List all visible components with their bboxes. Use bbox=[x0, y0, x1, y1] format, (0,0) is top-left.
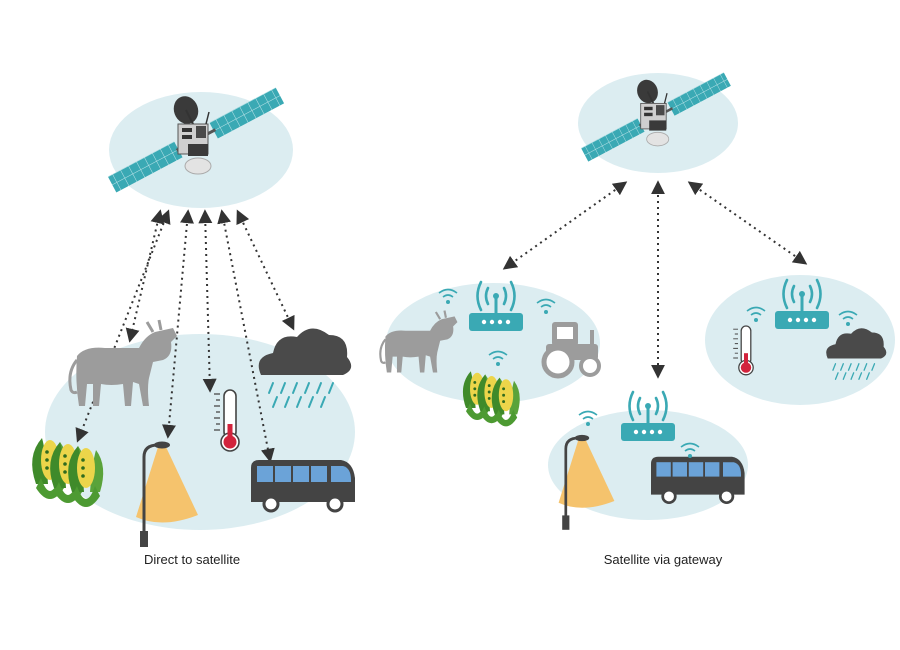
caption-direct-to-satellite: Direct to satellite bbox=[143, 552, 241, 567]
link-cow bbox=[125, 209, 165, 343]
tractor-icon bbox=[544, 322, 599, 376]
caption-satellite-via-gateway: Satellite via gateway bbox=[603, 552, 723, 567]
link-lamp bbox=[162, 209, 194, 439]
gateway-links bbox=[502, 180, 808, 379]
satellite-via-gateway-panel bbox=[379, 71, 895, 532]
link-rain-cloud bbox=[236, 209, 295, 331]
link-farm-gateway bbox=[502, 181, 628, 270]
link-bus bbox=[217, 209, 275, 463]
direct-to-satellite-panel bbox=[32, 86, 357, 549]
link-weather-gateway bbox=[687, 181, 808, 265]
